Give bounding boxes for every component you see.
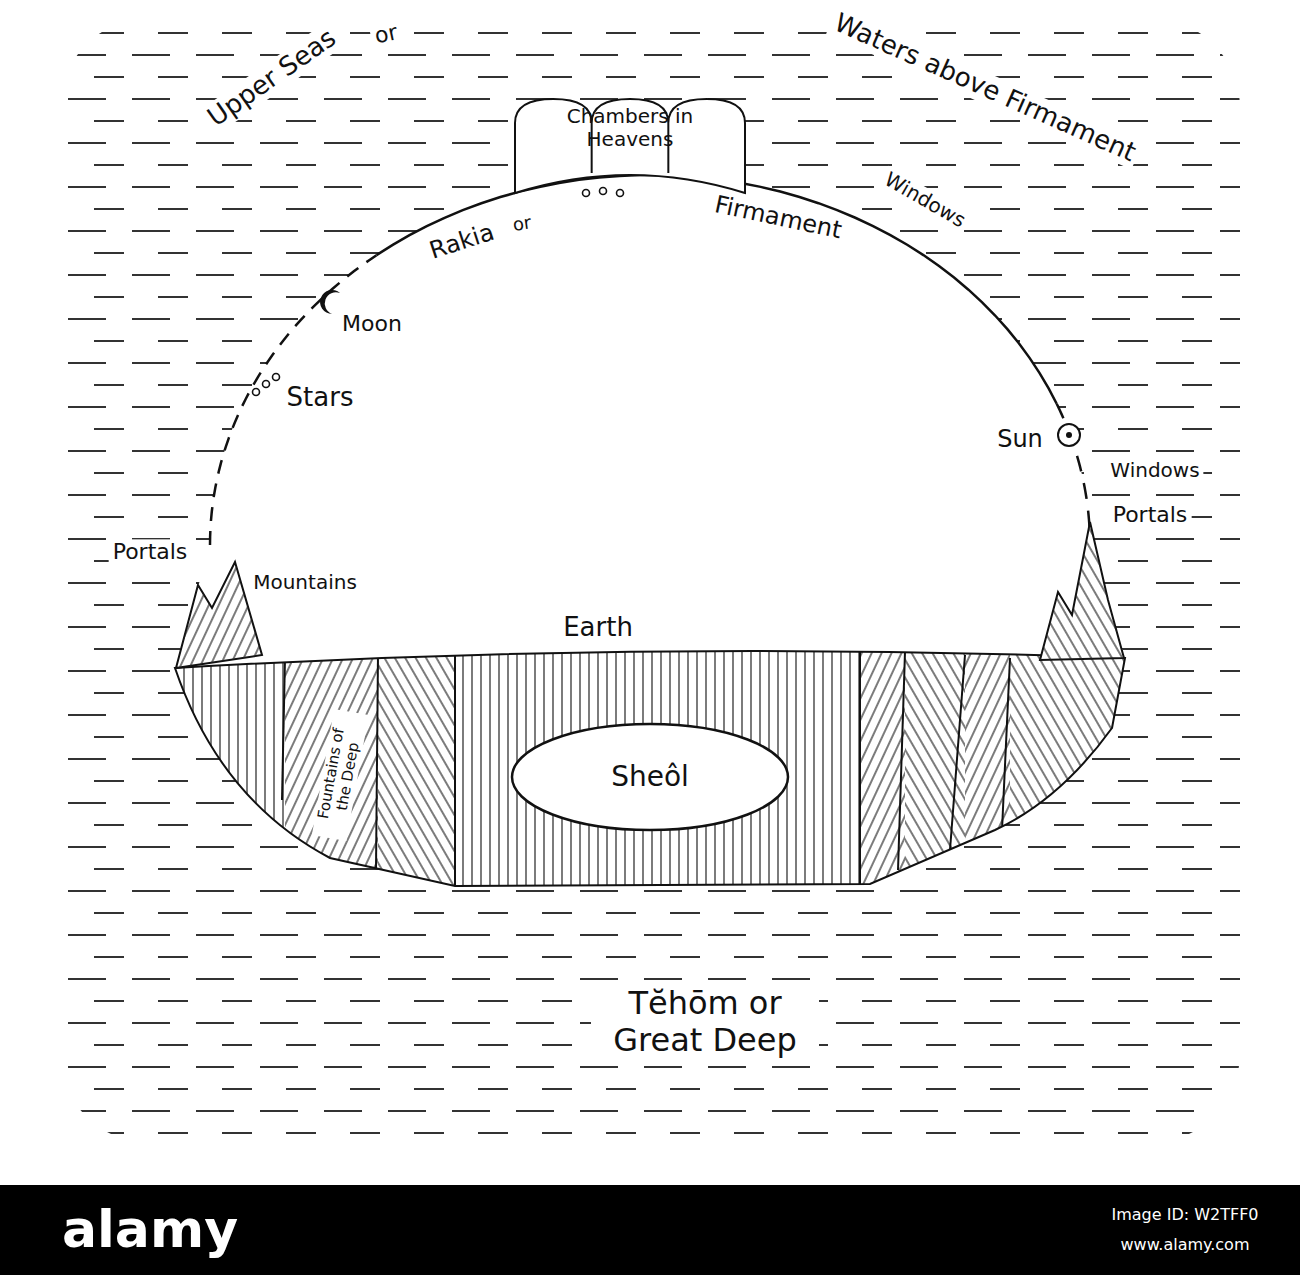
mountain-right — [1040, 522, 1124, 660]
cosmology-label: Portals — [109, 539, 192, 564]
underworld-oval: Sheôl — [510, 722, 790, 832]
cosmology-label: Tĕhōm or Great Deep — [591, 985, 819, 1059]
earth-hatch — [905, 630, 965, 900]
cosmology-label: Portals — [1109, 502, 1192, 527]
earth-hatch — [378, 630, 455, 900]
earth-hatch — [1010, 630, 1140, 900]
dome-line — [210, 255, 376, 545]
cosmology-label: Stars — [283, 383, 358, 413]
star-symbols — [253, 188, 624, 396]
earth-block — [455, 630, 860, 900]
waters-pattern — [60, 18, 1240, 1143]
earth-outline — [175, 651, 1125, 886]
earth-block — [150, 630, 285, 900]
cosmology-label: Windows — [1106, 459, 1203, 482]
cosmology-label: Earth — [559, 613, 637, 643]
strata-divider — [282, 658, 285, 800]
strata-divider — [454, 652, 456, 890]
dome-line — [1057, 404, 1090, 545]
strata-divider — [859, 650, 861, 890]
cosmology-label: or — [507, 212, 536, 236]
strata-divider — [898, 652, 905, 870]
strata-divider — [376, 654, 378, 870]
earth-block — [378, 630, 455, 900]
earth-hatch — [860, 630, 905, 900]
firmament-interior — [175, 175, 1125, 668]
watermark-bar — [0, 1185, 1300, 1275]
earth-strata — [150, 630, 1140, 900]
earth-block — [905, 630, 965, 900]
earth-block — [1010, 630, 1140, 900]
node-label: Chambers in Heavens — [535, 95, 725, 151]
cosmology-label: Mountains — [249, 571, 361, 594]
mountain-right-hatch — [1040, 522, 1124, 660]
moon-symbol — [320, 290, 340, 314]
node-label: Sheôl — [530, 722, 770, 793]
earth-block — [860, 630, 905, 900]
sun-symbol — [1058, 424, 1080, 446]
earth-hatch — [965, 630, 1010, 900]
earth-hatch — [285, 630, 378, 900]
watermark-text: alamy — [58, 1200, 242, 1260]
earth-block — [965, 630, 1010, 900]
strata-divider — [1002, 658, 1010, 830]
cosmology-label: Moon — [338, 311, 406, 336]
watermark-text: www.alamy.com — [1117, 1236, 1254, 1254]
earth-hatch — [455, 630, 860, 900]
strata-divider — [950, 655, 965, 850]
earth-block — [285, 630, 378, 900]
watermark-text: Image ID: W2TFF0 — [1107, 1206, 1262, 1224]
cosmology-label: Sun — [993, 426, 1047, 454]
earth-hatch — [150, 630, 285, 900]
heaven-chambers: Chambers in Heavens — [515, 95, 745, 195]
